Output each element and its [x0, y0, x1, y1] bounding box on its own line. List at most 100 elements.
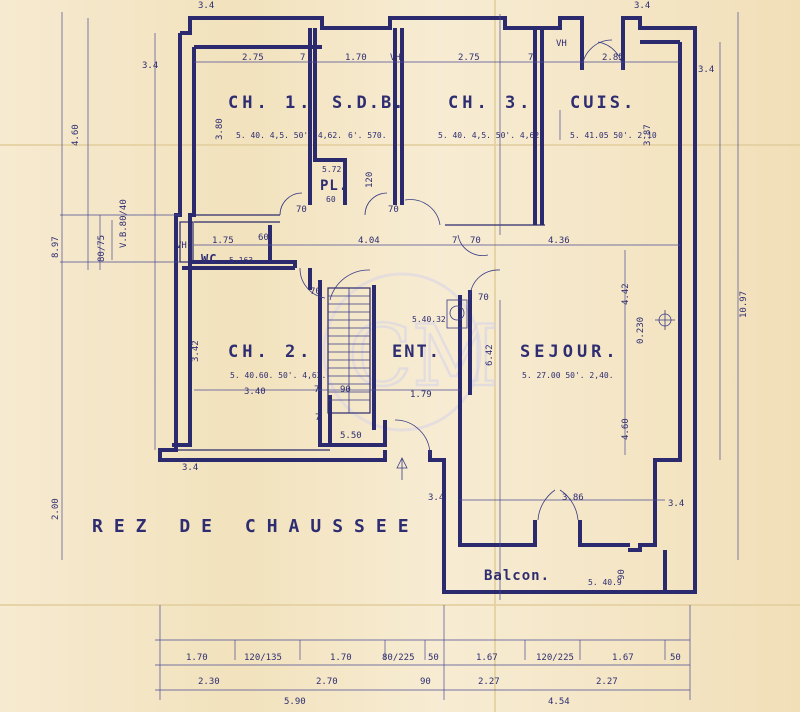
dimension-label: 2.70	[316, 677, 338, 687]
dimension-label: 2.30	[198, 677, 220, 687]
dimension-label: 3.4	[698, 65, 714, 75]
dimensions-left: 4.60 8.97 2.00 80/75 V.B.80/40 3.80 3.42	[51, 118, 225, 520]
exterior-walls	[158, 16, 697, 594]
dimension-label: 4.42	[621, 283, 631, 305]
room-name-cuis: CUIS.	[570, 93, 636, 113]
dimension-label: 1.67	[612, 653, 634, 663]
dimension-label: 6.42	[485, 344, 495, 366]
dimension-label: 70	[388, 205, 399, 215]
dimension-label: 3.80	[215, 118, 225, 140]
dimension-label: VH	[390, 53, 401, 63]
room-name-wc: WC.	[201, 252, 226, 266]
dimension-label: 4.60	[621, 418, 631, 440]
room-sub-pl: 60	[326, 195, 336, 204]
room-name-balcon: Balcon.	[484, 568, 550, 584]
dimension-label: 1.79	[410, 390, 432, 400]
dimension-label: 5.90	[284, 697, 306, 707]
door-swings	[279, 39, 624, 521]
dimension-label: VH	[176, 241, 187, 251]
dimensions-right: 10.97 3.87 4.42 4.60 3.4	[621, 124, 749, 509]
dimension-label: 120	[365, 172, 375, 188]
room-area-ch1: 5. 40. 4,5. 50'. 4,62.	[236, 131, 342, 140]
room-area-ch2: 5. 40.60. 50'. 4,62.	[230, 371, 326, 380]
room-area-balcon: 5. 40.9	[588, 578, 622, 587]
dimension-label: 3.40	[244, 387, 266, 397]
dimensions-interior: 1.75 60 120 4.04 4.36 1.79 3.40 6.42 0.2…	[212, 172, 646, 580]
dimension-label: 1.67	[476, 653, 498, 663]
dimension-label: 90	[617, 569, 627, 580]
floor-title: REZ DE CHAUSSEE	[92, 516, 420, 537]
room-name-sdb: S.D.B.	[332, 93, 405, 113]
dimension-label: 2.27	[596, 677, 618, 687]
room-area-wc: 5.163	[229, 256, 253, 265]
dimension-label: V.B.80/40	[119, 199, 129, 248]
dimension-label: 90	[420, 677, 431, 687]
staircase	[327, 269, 371, 414]
dimension-label: 3.4	[668, 499, 684, 509]
dimension-label: 7	[315, 413, 320, 423]
room-name-ch3: CH. 3.	[448, 93, 533, 113]
dimension-label: 4.60	[71, 124, 81, 146]
dimension-label: 2.00	[51, 498, 61, 520]
dimension-label: 2.75	[242, 53, 264, 63]
dimension-label: 2.27	[478, 677, 500, 687]
dimension-label: 50	[428, 653, 439, 663]
room-area-ch3: 5. 40. 4,5. 50'. 4,62.	[438, 131, 544, 140]
dimension-label: 7	[300, 53, 305, 63]
dimension-label: 7	[314, 385, 319, 395]
room-area-pl: 5.72	[322, 165, 341, 174]
dimension-label: 90	[340, 385, 351, 395]
dimension-label: 4.36	[548, 236, 570, 246]
room-area-ent: 5.40.32	[412, 315, 446, 324]
dimension-label: 70	[478, 293, 489, 303]
fixtures	[179, 221, 675, 480]
dimension-label: 3.4	[142, 61, 158, 71]
dimension-label: 3.4	[198, 1, 214, 11]
plan-marks: VH VH VH 7 7 70 70 70 70 70 3.4 3.4 3.4	[142, 39, 567, 503]
dimension-label: 7	[452, 236, 457, 246]
room-name-sejour: SEJOUR.	[520, 342, 620, 362]
dimension-label: 3.4	[428, 493, 444, 503]
dimension-label: 4.54	[548, 697, 570, 707]
dimension-label: 3.4	[634, 1, 650, 11]
dimension-label: 70	[296, 205, 307, 215]
dimension-label: 80/75	[97, 235, 107, 262]
dimensions-bottom: 1.70 120/135 1.70 80/225 50 1.67 120/225…	[186, 653, 681, 707]
dimension-label: 7	[528, 53, 533, 63]
dimension-label: 2.75	[458, 53, 480, 63]
dimension-label: 60	[258, 233, 269, 243]
interior-walls	[170, 28, 545, 451]
room-name-ch2: CH. 2.	[228, 342, 313, 362]
dimension-label: 2.85	[602, 53, 624, 63]
dimension-label: 80/225	[382, 653, 415, 663]
dimension-label: 3.86	[562, 493, 584, 503]
dimensions-top: 2.75 7 1.70 2.75 7 2.85 3.4 3.4 3.4	[198, 1, 714, 75]
dimension-label: 1.75	[212, 236, 234, 246]
room-area-sejour: 5. 27.00 50'. 2,40.	[522, 371, 614, 380]
dimension-lines	[60, 12, 739, 700]
dimension-label: 120/135	[244, 653, 282, 663]
room-labels: CH. 1. 5. 40. 4,5. 50'. 4,62. S.D.B. 6'.…	[201, 93, 657, 587]
dimension-label: 70	[310, 287, 321, 297]
dimension-label: 5.50	[340, 431, 362, 441]
dimension-label: 50	[670, 653, 681, 663]
dimension-label: 8.97	[51, 236, 61, 258]
dimension-label: 1.70	[345, 53, 367, 63]
dimension-label: VH	[556, 39, 567, 49]
room-name-ent: ENT.	[392, 342, 441, 362]
dimension-label: 70	[470, 236, 481, 246]
room-name-pl: PL.	[320, 178, 348, 194]
dimension-label: 10.97	[739, 291, 749, 318]
dimension-label: 1.70	[330, 653, 352, 663]
dimension-label: 0.230	[636, 317, 646, 344]
dimension-label: 3.4	[182, 463, 198, 473]
dimension-label: 120/225	[536, 653, 574, 663]
dimension-label: 3.87	[643, 124, 653, 146]
room-name-ch1: CH. 1.	[228, 93, 313, 113]
dimension-label: 3.42	[191, 340, 201, 362]
room-area-cuis: 5. 41.05 50'. 2,10	[570, 131, 657, 140]
dimension-label: 4.04	[358, 236, 380, 246]
dimension-label: 1.70	[186, 653, 208, 663]
